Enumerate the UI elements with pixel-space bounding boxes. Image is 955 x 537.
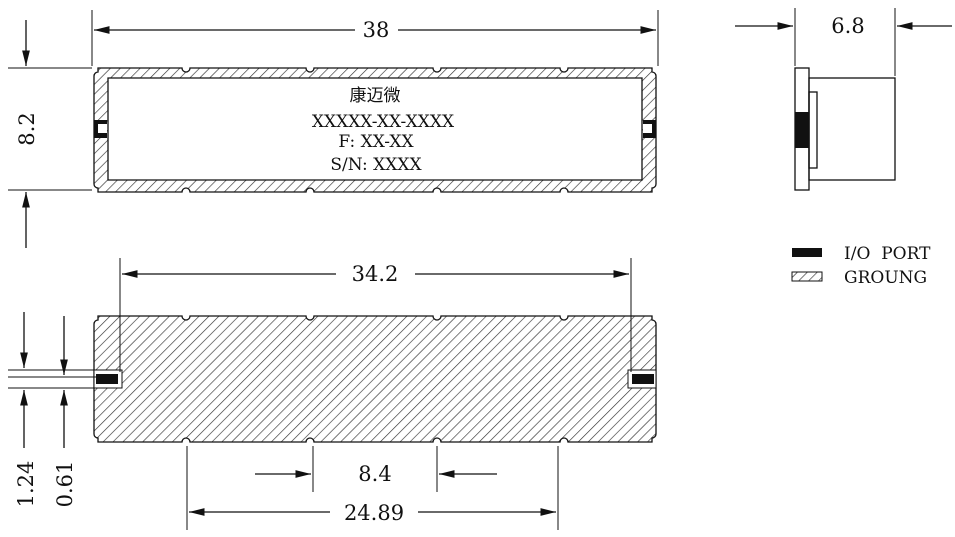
dim-pad-span: 24.89 (186, 446, 559, 530)
dim-top-width: 38 (91, 10, 659, 66)
dim-port-width-text: 1.24 (14, 461, 38, 508)
bottom-body (93, 315, 657, 443)
legend-ground-swatch (791, 271, 823, 282)
dim-port-size: 1.24 0.61 (8, 312, 96, 507)
dim-pad-span-text: 24.89 (344, 501, 404, 525)
legend-io-label: I/O PORT (844, 244, 931, 264)
dim-top-height-text: 8.2 (15, 112, 39, 145)
side-port (795, 112, 809, 148)
legend: I/O PORT GROUNG (791, 244, 931, 288)
dim-bottom-port-span-text: 34.2 (352, 262, 399, 286)
label-brand: 康迈微 (350, 86, 401, 106)
label-serial: S/N: XXXX (330, 155, 422, 175)
dim-pad-pitch-text: 8.4 (358, 462, 391, 486)
dim-top-height: 8.2 (8, 20, 92, 248)
dim-pad-pitch: 8.4 (255, 446, 497, 492)
bottom-view (93, 315, 657, 443)
top-view: 康迈微 XXXXX-XX-XXXX F: XX-XX S/N: XXXX (93, 67, 657, 193)
dim-side-depth-text: 6.8 (831, 14, 864, 38)
legend-io-swatch (792, 248, 822, 257)
dim-bottom-port-span: 34.2 (119, 258, 632, 372)
dim-top-width-text: 38 (363, 18, 390, 42)
side-view (794, 67, 896, 191)
label-part-number: XXXXX-XX-XXXX (312, 112, 455, 132)
label-frequency: F: XX-XX (338, 132, 414, 152)
bottom-port-right (632, 374, 654, 384)
dim-side-depth: 6.8 (735, 8, 952, 76)
top-frame (93, 67, 657, 193)
bottom-port-left (96, 374, 118, 384)
legend-ground-label: GROUNG (844, 268, 927, 288)
dim-port-height-text: 0.61 (53, 461, 77, 508)
